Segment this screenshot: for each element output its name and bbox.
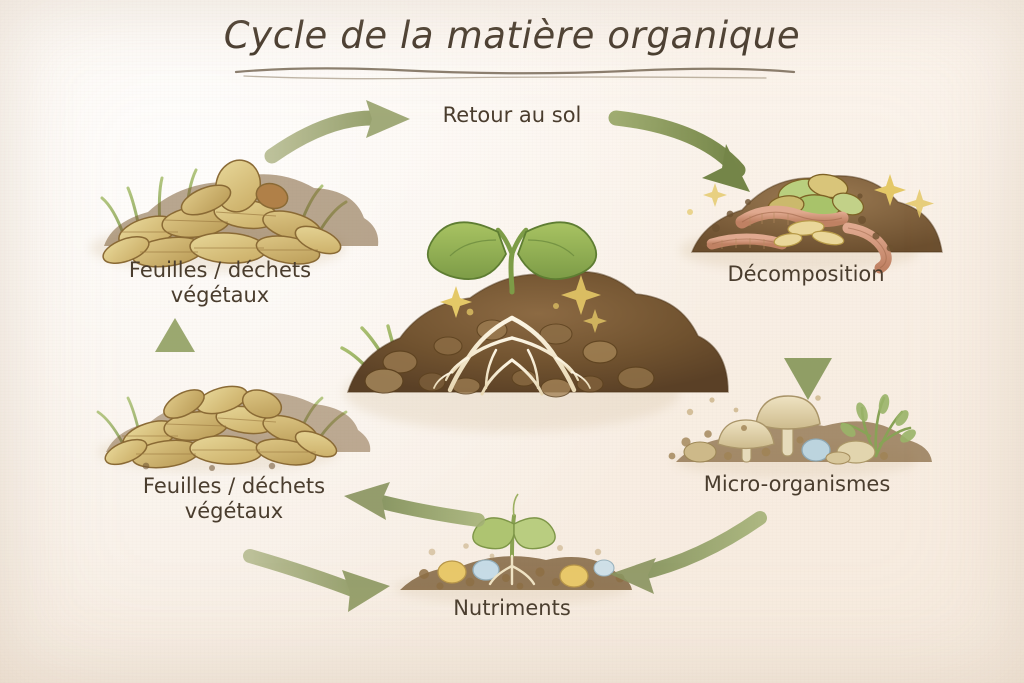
label-line-1: Feuilles / déchets	[142, 474, 326, 498]
label-retour-au-sol: Retour au sol	[442, 103, 582, 127]
arrow-micro-to-nutriments	[610, 511, 767, 594]
arrow-leaves-bottom-to-leaves-top	[155, 318, 195, 398]
label-micro-organismes: Micro-organismes	[703, 472, 891, 496]
arrow-leaves-bottom-to-nutriments	[243, 549, 390, 612]
arrow-leaves-to-retour	[264, 100, 410, 164]
label-line-1: Feuilles / déchets	[128, 258, 312, 282]
label-line-2: végétaux	[184, 498, 284, 523]
label-decomposition: Décomposition	[727, 262, 885, 286]
arrow-retour-to-decomposition	[608, 110, 750, 192]
arrow-decomposition-to-micro	[784, 316, 832, 400]
arrow-nutriments-to-leaves	[344, 482, 485, 527]
page-title: Cycle de la matière organique	[223, 14, 801, 57]
label-nutriments: Nutriments	[453, 596, 571, 620]
label-line-2: végétaux	[170, 282, 270, 307]
